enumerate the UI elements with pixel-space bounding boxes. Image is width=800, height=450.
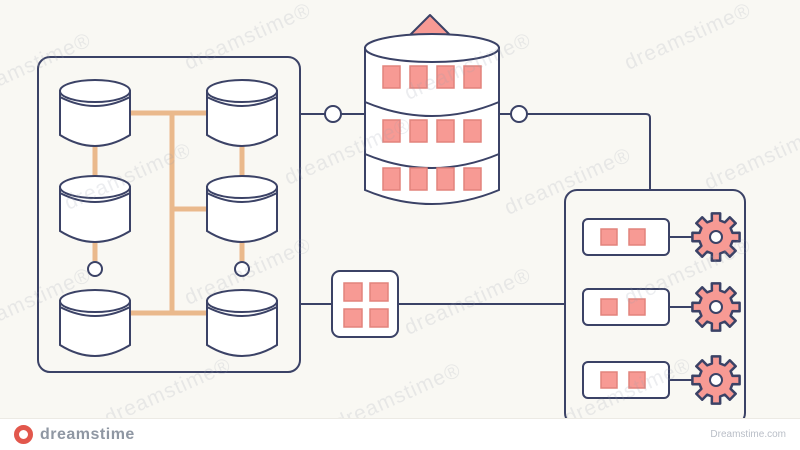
db-module-rect [463, 119, 482, 143]
chip-square [628, 371, 646, 389]
database-divider [364, 153, 500, 169]
module-chip [582, 218, 670, 256]
database-icon [59, 289, 131, 357]
module-square [343, 282, 363, 302]
chip-square [628, 298, 646, 316]
database-icon [206, 79, 278, 147]
dreamstime-logo-text: dreamstime [40, 425, 135, 443]
chip-square [600, 228, 618, 246]
db-module-rect [463, 65, 482, 89]
dreamstime-logo-icon [14, 425, 33, 444]
footer-bar: dreamstime Dreamstime.com [0, 418, 800, 450]
connector-database-to-panel [499, 105, 651, 191]
junction-node [234, 261, 250, 277]
module-square [343, 308, 363, 328]
database-divider [364, 101, 500, 117]
db-module-rect [436, 119, 455, 143]
module-square [369, 308, 389, 328]
module-square [369, 282, 389, 302]
panel-row [582, 212, 741, 262]
panel-row [582, 355, 741, 405]
db-module-rect [382, 167, 401, 191]
connector-node [510, 105, 528, 123]
right-panel-frame [564, 189, 746, 418]
panel-row [582, 282, 741, 332]
footer-attribution: Dreamstime.com [710, 429, 786, 440]
main-database [364, 14, 500, 205]
database-icon [59, 175, 131, 243]
connector-line [527, 113, 651, 191]
db-module-rect [409, 167, 428, 191]
junction-node [87, 261, 103, 277]
left-cluster-panel [37, 56, 301, 373]
right-panel [564, 189, 746, 418]
module-chip [582, 361, 670, 399]
db-module-rect [382, 119, 401, 143]
connector-node [324, 105, 342, 123]
db-module-rect [463, 167, 482, 191]
gear-icon [691, 282, 741, 332]
module-box [300, 270, 565, 338]
connector-left-to-database [300, 105, 366, 123]
diagram-canvas [37, 14, 746, 418]
db-module-rect [436, 65, 455, 89]
module-chip [582, 288, 670, 326]
database-icon [206, 175, 278, 243]
db-module-rect [382, 65, 401, 89]
db-module-rect [436, 167, 455, 191]
left-cluster [37, 56, 301, 373]
gear-icon [691, 355, 741, 405]
db-module-rect [409, 119, 428, 143]
gear-icon [691, 212, 741, 262]
database-icon [59, 79, 131, 147]
chip-square [600, 371, 618, 389]
database-top [364, 33, 500, 63]
database-icon [206, 289, 278, 357]
chip-square [628, 228, 646, 246]
chip-square [600, 298, 618, 316]
db-module-rect [409, 65, 428, 89]
